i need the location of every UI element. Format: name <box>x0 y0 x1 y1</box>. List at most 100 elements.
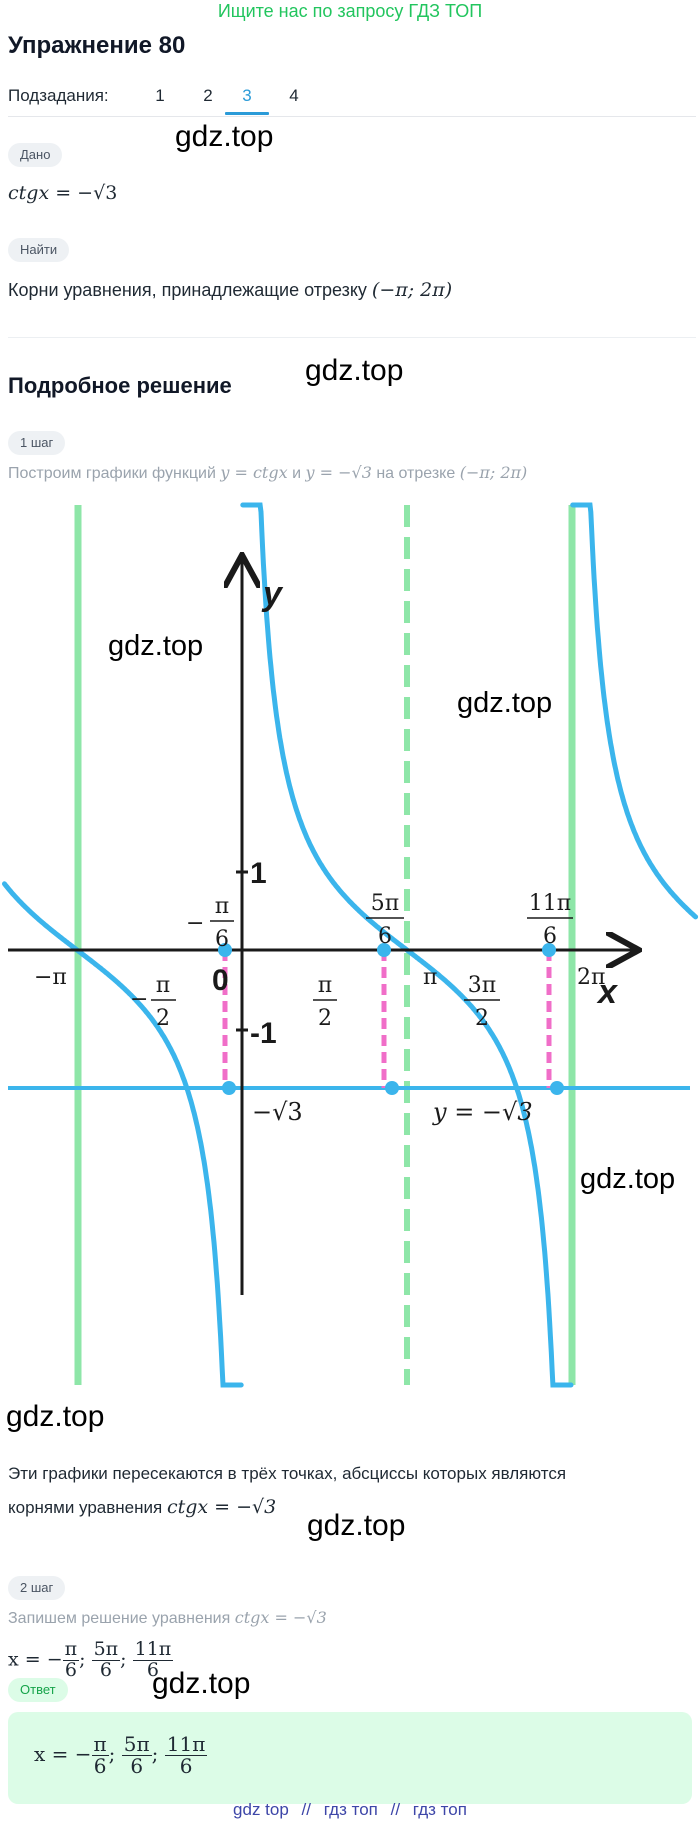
label-neg-pi-half: − π 2 <box>130 973 176 1031</box>
solution-frac-3-num: 11π <box>132 1638 174 1661</box>
solution-lhs: x = − <box>8 1648 63 1671</box>
footer-link-1[interactable]: gdz top <box>233 1800 289 1819</box>
label-three-pi-half-den: 2 <box>475 1006 489 1031</box>
watermark: gdz.top <box>307 1509 406 1542</box>
label-line-eq: y = −√3 <box>432 1098 533 1126</box>
solution-frac-3-den: 6 <box>146 1658 159 1681</box>
answer-frac-1-den: 6 <box>93 1754 107 1778</box>
step1-text-b: и <box>292 465 302 482</box>
label-three-pi-half-num: 3π <box>468 973 496 998</box>
label-five-pi-sixth: 5π 6 <box>366 891 404 949</box>
label-five-pi-sixth-num: 5π <box>371 891 399 916</box>
label-eleven-pi-sixth: 11π 6 <box>527 891 573 949</box>
step1-math-c: (−π; 2π) <box>459 463 528 482</box>
answer-frac-2-num: 5π <box>121 1732 152 1756</box>
ctg-branch-3 <box>570 502 699 920</box>
subtasks-label: Подзадания: <box>8 86 109 105</box>
answer-frac-2-den: 6 <box>130 1754 144 1778</box>
step2-text: Запишем решение уравнения ctgx = −√3 <box>8 1608 327 1628</box>
answer-frac-3-num: 11π <box>164 1732 208 1756</box>
footer-links: gdz top // гдз топ // гдз топ <box>0 1800 700 1820</box>
step1-text-c: на отрезке <box>376 465 456 482</box>
subtask-tab-3[interactable]: 3 <box>242 86 252 105</box>
answer-lhs: x = − <box>34 1742 92 1766</box>
find-interval: (−π; 2π) <box>371 279 453 301</box>
step1-conclusion-math: ctgx = −√3 <box>166 1496 277 1518</box>
label-neg-pi: −π <box>34 965 67 990</box>
given-equation: ctgx = −√3 <box>8 180 117 206</box>
step1-math-b: y = −√3 <box>305 463 372 482</box>
solution-frac-1-num: π <box>62 1638 80 1661</box>
step1-pill: 1 шаг <box>8 431 66 455</box>
given-rhs: −√3 <box>77 182 118 204</box>
footer-link-3[interactable]: гдз топ <box>412 1800 467 1819</box>
subtask-tab-2[interactable]: 2 <box>203 86 213 105</box>
footer-sep-2: // <box>390 1800 401 1819</box>
label-neg-pi-sixth-den: 6 <box>215 927 229 952</box>
given-lhs: ctgx <box>8 182 50 204</box>
answer-pill: Ответ <box>8 1678 68 1702</box>
watermark: gdz.top <box>305 354 404 387</box>
given-pill: Дано <box>8 143 63 167</box>
answer-frac-3-den: 6 <box>179 1754 193 1778</box>
label-pi-half-den: 2 <box>318 1006 332 1031</box>
label-pi-half-num: π <box>318 973 332 998</box>
subtask-tab-1[interactable]: 1 <box>155 86 165 105</box>
active-tab-indicator <box>225 112 269 115</box>
footer-link-2[interactable]: гдз топ <box>323 1800 378 1819</box>
solution-frac-1-den: 6 <box>64 1658 77 1681</box>
find-text: Корни уравнения, принадлежащие отрезку (… <box>8 277 452 303</box>
intersection-five-pi-sixth <box>385 1081 399 1095</box>
point-axis-eleven-pi-sixth <box>542 943 556 957</box>
watermark: gdz.top <box>152 1667 251 1700</box>
answer-sep-2: ; <box>151 1742 159 1766</box>
given-eq: = <box>55 182 72 204</box>
watermark: gdz.top <box>175 120 274 153</box>
watermark: gdz.top <box>457 687 552 719</box>
label-neg-pi-half-sign: − <box>130 987 148 1012</box>
label-neg-pi-half-num: π <box>156 973 170 998</box>
label-neg-pi-half-den: 2 <box>156 1006 170 1031</box>
solution-title: Подробное решение <box>8 373 232 398</box>
step1-conclusion-text: корнями уравнения <box>8 1498 163 1517</box>
label-neg-pi-sixth-num: π <box>215 894 229 919</box>
label-neg-pi-sixth: − π 6 <box>186 894 234 952</box>
step1-text-a: Построим графики функций <box>8 465 216 482</box>
tick-label-neg1: -1 <box>250 1017 277 1050</box>
axis-x-label: x <box>596 973 619 1011</box>
subtask-tab-4[interactable]: 4 <box>289 86 299 105</box>
label-pi: π <box>423 965 437 990</box>
label-two-pi: 2π <box>577 965 605 990</box>
watermark: gdz.top <box>580 1163 675 1195</box>
section-divider <box>8 337 696 338</box>
origin-label: 0 <box>212 964 229 997</box>
step2-pill: 2 шаг <box>8 1576 66 1600</box>
label-five-pi-sixth-den: 6 <box>378 924 392 949</box>
intersection-neg-pi-sixth <box>222 1081 236 1095</box>
label-pi-half: π 2 <box>313 973 337 1031</box>
step1-math-a: y = ctgx <box>220 463 288 482</box>
axis-y-label: y <box>261 575 284 613</box>
step1-conclusion-line2: корнями уравнения ctgx = −√3 <box>8 1494 276 1521</box>
label-eleven-pi-sixth-den: 6 <box>543 924 557 949</box>
watermark: gdz.top <box>108 630 203 662</box>
step1-text: Построим графики функций y = ctgx и y = … <box>8 463 527 483</box>
label-three-pi-half: 3π 2 <box>464 973 500 1031</box>
solution-sep-2: ; <box>120 1648 127 1671</box>
point-axis-neg-pi-sixth <box>218 943 232 957</box>
solution-sep-1: ; <box>79 1648 86 1671</box>
exercise-title: Упражнение 80 <box>8 32 186 59</box>
promo-banner[interactable]: Ищите нас по запросу ГДЗ ТОП <box>217 1 483 21</box>
intersection-eleven-pi-sixth <box>550 1081 564 1095</box>
find-pill: Найти <box>8 238 70 262</box>
footer-sep-1: // <box>301 1800 311 1819</box>
solution-frac-2-num: 5π <box>91 1638 121 1661</box>
find-description: Корни уравнения, принадлежащие отрезку <box>8 280 367 300</box>
